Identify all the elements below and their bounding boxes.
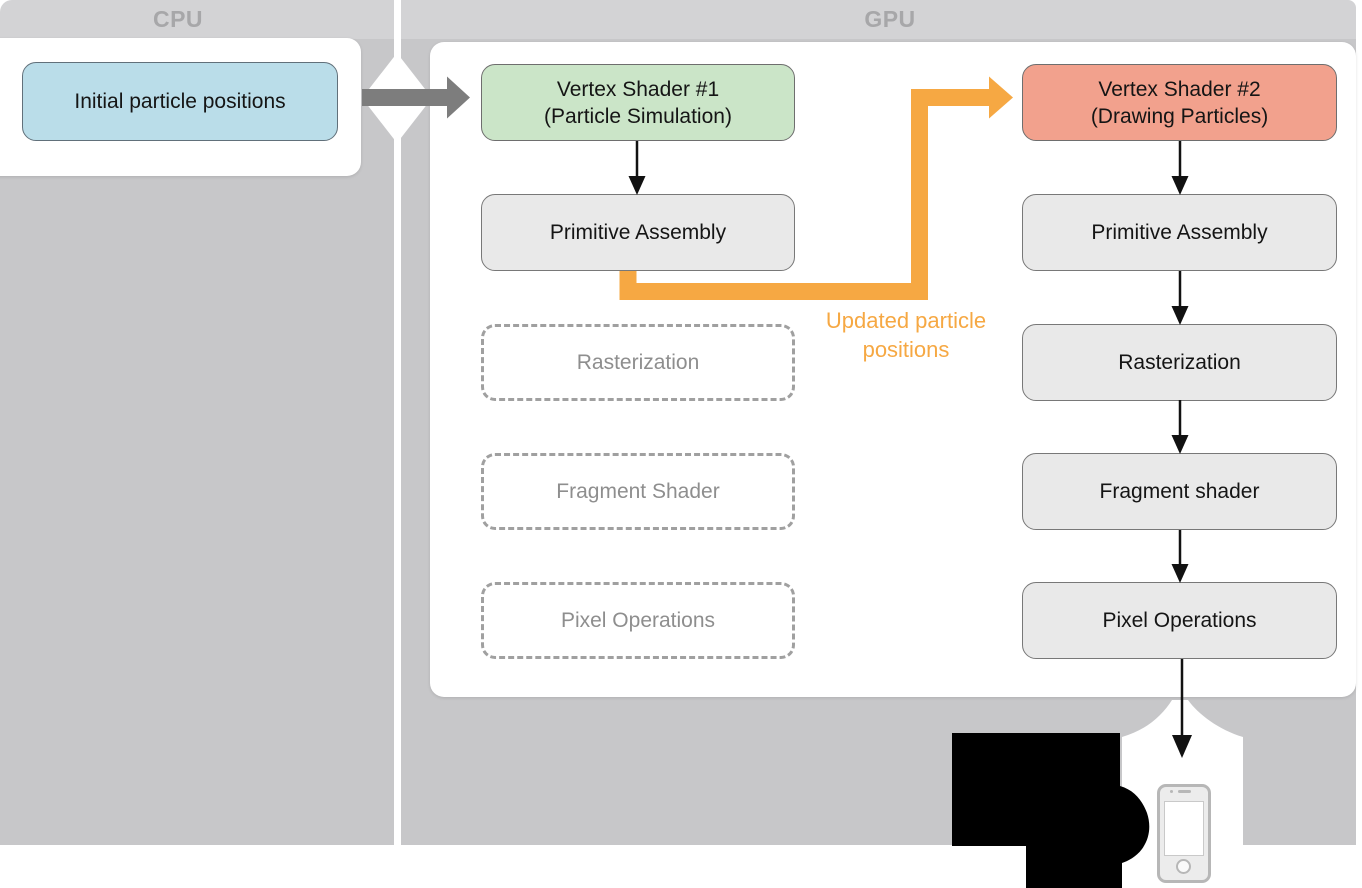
stage-label: Rasterization [1118, 351, 1241, 374]
stage-label: Pixel Operations [1102, 609, 1257, 632]
iphone-screen [1164, 801, 1204, 856]
iphone-speaker-slit [1178, 790, 1191, 793]
stage-fragment-shader-right: Fragment shader [1022, 453, 1337, 530]
stage-sublabel: (Drawing Particles) [1090, 104, 1269, 128]
stage-vertex-shader-1: Vertex Shader #1 (Particle Simulation) [481, 64, 795, 141]
stage-label: Initial particle positions [74, 90, 286, 113]
stage-label: Primitive Assembly [549, 221, 727, 244]
stage-label: Fragment Shader [556, 480, 720, 503]
stage-label: Vertex Shader #2 [1098, 77, 1261, 101]
cpu-gpu-divider [394, 0, 401, 845]
stage-label: Vertex Shader #1 [556, 77, 720, 101]
header-band [0, 0, 1356, 39]
stage-pixel-operations-right: Pixel Operations [1022, 582, 1337, 659]
stage-rasterization-right: Rasterization [1022, 324, 1337, 401]
stage-primitive-assembly-left: Primitive Assembly [481, 194, 795, 271]
cpu-zone-label: CPU [152, 6, 204, 32]
stage-label: Pixel Operations [560, 609, 716, 632]
stage-vertex-shader-2: Vertex Shader #2 (Drawing Particles) [1022, 64, 1337, 141]
stage-initial-particle-positions: Initial particle positions [22, 62, 338, 141]
stage-rasterization-left-skipped: Rasterization [481, 324, 795, 401]
stage-primitive-assembly-right: Primitive Assembly [1022, 194, 1337, 271]
updated-particle-positions-label: Updated particle positions [825, 308, 987, 362]
stage-pixel-operations-left-skipped: Pixel Operations [481, 582, 795, 659]
stage-label: Rasterization [576, 351, 700, 374]
stage-label: Fragment shader [1099, 480, 1260, 503]
iphone-camera-dot [1170, 790, 1173, 793]
stage-sublabel: (Particle Simulation) [544, 104, 732, 128]
stage-fragment-shader-left-skipped: Fragment Shader [481, 453, 795, 530]
gpu-zone-label: GPU [864, 6, 916, 32]
iphone-home-button [1176, 859, 1191, 874]
stage-label: Primitive Assembly [1091, 221, 1268, 244]
